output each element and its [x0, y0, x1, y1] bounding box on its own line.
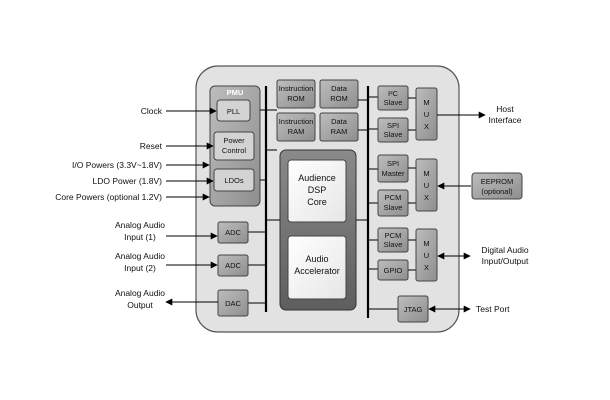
- power-control-label-2: Control: [222, 146, 247, 155]
- eeprom-block: EEPROM (optional): [471, 172, 523, 200]
- digital-audio-label-2: Input/Output: [482, 256, 529, 266]
- data-ram-block: Data RAM: [319, 112, 359, 142]
- mux-3-block: M U X: [415, 228, 438, 282]
- data-rom-label-1: Data: [331, 84, 348, 93]
- instruction-ram-label-1: Instruction: [279, 117, 314, 126]
- dsp-core-label-1: Audience: [298, 173, 336, 183]
- dsp-core-label-3: Core: [307, 197, 327, 207]
- data-ram-label-2: RAM: [331, 127, 348, 136]
- mux-input-lines: [408, 97, 416, 271]
- adc-1-label: ADC: [225, 228, 241, 237]
- mux-2-block: M U X: [415, 158, 438, 212]
- jtag-label: JTAG: [404, 305, 423, 314]
- adc-1-block: ADC: [217, 221, 249, 244]
- spi-slave-label-1: SPI: [387, 121, 399, 130]
- ldo-power-label: LDO Power (1.8V): [93, 176, 163, 186]
- mux-3-letter-1: M: [423, 239, 429, 248]
- instruction-rom-block: Instruction ROM: [276, 79, 316, 109]
- i2c-slave-label-2: Slave: [384, 98, 403, 107]
- mux-3-letter-2: U: [424, 251, 429, 260]
- internal-buses: [248, 86, 398, 318]
- host-interface-label-1: Host: [496, 104, 514, 114]
- digital-audio-label-1: Digital Audio: [481, 245, 529, 255]
- mux-1-letter-3: X: [424, 122, 429, 131]
- spi-master-block: SPI Master: [377, 154, 409, 183]
- pll-label: PLL: [227, 107, 240, 116]
- eeprom-label-1: EEPROM: [481, 177, 514, 186]
- spi-slave-label-2: Slave: [384, 130, 403, 139]
- mux-2-letter-2: U: [424, 181, 429, 190]
- mux-2-letter-3: X: [424, 193, 429, 202]
- core-block: Audience DSP Core Audio Accelerator: [279, 149, 357, 311]
- spi-master-label-2: Master: [382, 169, 405, 178]
- analog-in-1-label-2: Input (1): [124, 232, 156, 242]
- data-rom-label-2: ROM: [330, 94, 348, 103]
- pcm-slave-2-label-2: Slave: [384, 240, 403, 249]
- gpio-label: GPIO: [384, 266, 403, 275]
- reset-label: Reset: [140, 141, 163, 151]
- analog-out-label-2: Output: [127, 300, 153, 310]
- analog-in-2-label-2: Input (2): [124, 263, 156, 273]
- io-powers-label: I/O Powers (3.3V~1.8V): [72, 160, 162, 170]
- i2c-slave-block: I²C Slave: [377, 85, 409, 111]
- pmu-title: PMU: [227, 88, 244, 97]
- i2c-slave-label-1: I²C: [388, 89, 399, 98]
- ldos-label: LDOs: [224, 176, 243, 185]
- instruction-ram-block: Instruction RAM: [276, 112, 316, 142]
- instruction-rom-label-2: ROM: [287, 94, 305, 103]
- pcm-slave-1-block: PCM Slave: [377, 189, 409, 217]
- pmu-block: PMU PLL Power Control LDOs: [209, 85, 261, 207]
- mux-1-block: M U X: [415, 87, 438, 141]
- mux-1-letter-2: U: [424, 110, 429, 119]
- pcm-slave-1-label-1: PCM: [385, 193, 402, 202]
- power-control-label-1: Power: [223, 136, 245, 145]
- adc-2-label: ADC: [225, 261, 241, 270]
- pcm-slave-2-label-1: PCM: [385, 231, 402, 240]
- eeprom-label-2: (optional): [481, 187, 513, 196]
- dac-label: DAC: [225, 299, 241, 308]
- jtag-block: JTAG: [397, 295, 429, 323]
- test-port-label: Test Port: [476, 304, 510, 314]
- instruction-ram-label-2: RAM: [288, 127, 305, 136]
- accelerator-label-1: Audio: [305, 254, 328, 264]
- analog-out-label-1: Analog Audio: [115, 288, 165, 298]
- mux-3-letter-3: X: [424, 263, 429, 272]
- analog-in-2-label-1: Analog Audio: [115, 251, 165, 261]
- external-arrows: [165, 107, 486, 313]
- mux-1-letter-1: M: [423, 98, 429, 107]
- clock-label: Clock: [141, 106, 163, 116]
- data-ram-label-1: Data: [331, 117, 348, 126]
- spi-master-label-1: SPI: [387, 159, 399, 168]
- adc-2-block: ADC: [217, 254, 249, 277]
- instruction-rom-label-1: Instruction: [279, 84, 314, 93]
- pcm-slave-2-block: PCM Slave: [377, 227, 409, 253]
- analog-in-1-label-1: Analog Audio: [115, 220, 165, 230]
- mux-2-letter-1: M: [423, 169, 429, 178]
- spi-slave-block: SPI Slave: [377, 117, 409, 143]
- pcm-slave-1-label-2: Slave: [384, 203, 403, 212]
- dac-block: DAC: [217, 289, 249, 317]
- core-powers-label: Core Powers (optional 1.2V): [55, 192, 162, 202]
- accelerator-label-2: Accelerator: [294, 266, 340, 276]
- dsp-core-label-2: DSP: [308, 185, 327, 195]
- host-interface-label-2: Interface: [488, 115, 521, 125]
- gpio-block: GPIO: [377, 259, 409, 281]
- data-rom-block: Data ROM: [319, 79, 359, 109]
